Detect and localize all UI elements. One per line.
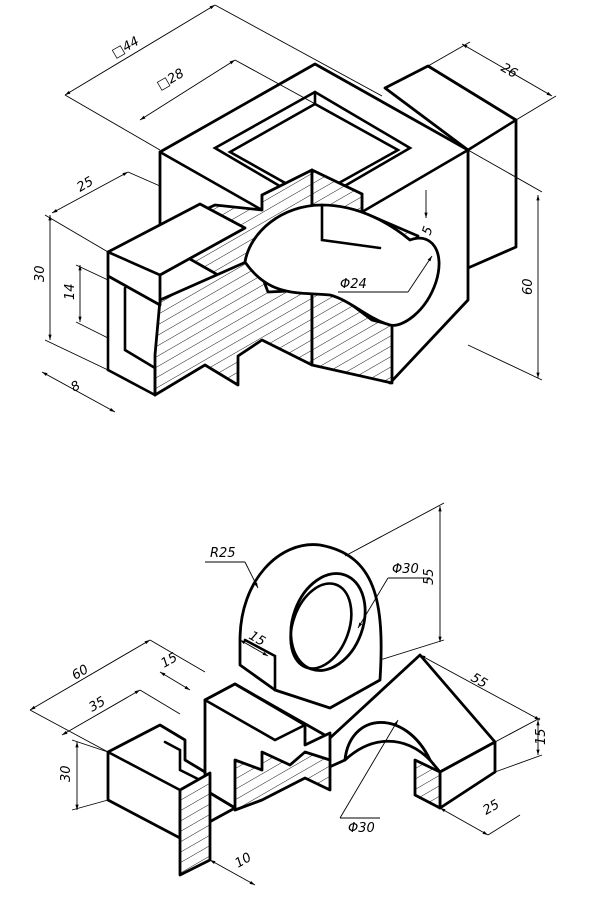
- top-dimensions: □44 □28 26 25 30 14 8 Φ24: [33, 4, 557, 413]
- dim-phi-24: Φ24: [340, 277, 367, 292]
- left-tenon-arm: [106, 202, 247, 397]
- front-channel-block: [106, 723, 237, 877]
- top-isometric-section-view: □44 □28 26 25 30 14 8 Φ24: [33, 4, 557, 413]
- dim-square-44: □44: [110, 34, 142, 61]
- dim-10: 10: [233, 850, 255, 871]
- dim-15-slot: 15: [159, 650, 181, 671]
- dim-phi-30-cutout: Φ30: [348, 821, 375, 836]
- bottom-isometric-section-view: R25 Φ30 55 15 60 15 35 30: [29, 502, 549, 886]
- dim-phi-30-hole: Φ30: [392, 562, 419, 577]
- dim-14: 14: [63, 283, 78, 300]
- dim-30-block: 30: [59, 765, 74, 782]
- dim-15-rib: 15: [246, 628, 268, 649]
- bottom-dimensions: R25 Φ30 55 15 60 15 35 30: [29, 502, 549, 886]
- dim-60-base: 60: [70, 662, 92, 683]
- dim-square-28: □28: [155, 66, 187, 93]
- dim-35: 35: [87, 694, 109, 715]
- bore-hole: [243, 203, 441, 327]
- dim-55-height: 55: [422, 568, 437, 585]
- dim-60: 60: [521, 278, 536, 295]
- dim-25: 25: [75, 174, 97, 195]
- upright-lug: [238, 543, 383, 710]
- dim-15-thickness: 15: [534, 728, 549, 745]
- dim-25-foot: 25: [481, 797, 503, 818]
- dim-26: 26: [498, 60, 520, 81]
- dim-55-length: 55: [468, 670, 490, 691]
- dim-r25: R25: [210, 546, 236, 561]
- dim-30: 30: [33, 265, 48, 282]
